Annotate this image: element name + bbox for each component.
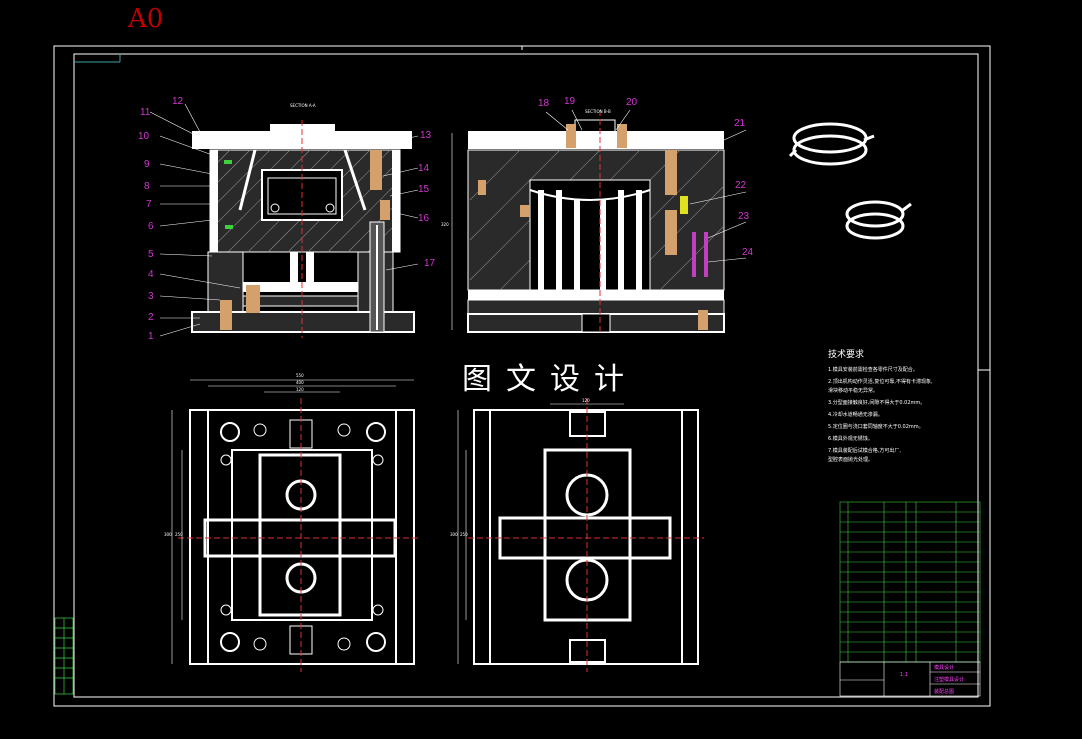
- dim-right-width: 120: [582, 398, 590, 403]
- tech-notes-list: 1.模具安装前需检查各零件尺寸及配合。 2.顶出机构动作灵活,复位可靠,不得有卡…: [828, 366, 978, 463]
- watermark-text: 图文设计: [462, 362, 638, 397]
- dim-right-height2: 250: [460, 532, 468, 537]
- revision-block: [54, 617, 74, 695]
- tech-notes-title: 技术要求: [828, 350, 865, 360]
- callout-9: 9: [144, 159, 150, 170]
- callout-3: 3: [148, 291, 154, 302]
- callout-11: 11: [140, 107, 151, 118]
- callout-21: 21: [734, 118, 746, 129]
- title-block-school: 模具设计: [934, 665, 955, 671]
- tech-note: 2.顶出机构动作灵活,复位可靠,不得有卡滞现象,: [828, 379, 933, 385]
- dim-left-height: 300: [164, 532, 172, 537]
- callout-5: 5: [148, 249, 154, 260]
- tech-note: 4.冷却水道畅通无渗漏。: [828, 412, 883, 418]
- tech-note: 3.分型面接触良好,间隙不得大于0.02mm。: [828, 400, 926, 406]
- callout-23: 23: [738, 211, 750, 222]
- title-block-scale: 1:1: [900, 672, 909, 678]
- callout-22: 22: [735, 180, 747, 191]
- parts-list-table: [839, 501, 981, 697]
- callout-16: 16: [418, 213, 430, 224]
- callout-8: 8: [144, 181, 150, 192]
- callout-10: 10: [138, 131, 150, 142]
- tech-note: 型腔表面抛光处理。: [828, 457, 874, 463]
- callout-18: 18: [538, 98, 550, 109]
- section-b-title: SECTION B-B: [585, 109, 611, 114]
- dim-top-width: 550: [296, 373, 304, 378]
- callout-20: 20: [626, 97, 638, 108]
- dim-left-height2: 250: [175, 532, 183, 537]
- callout-7: 7: [146, 199, 152, 210]
- plan-view-right: [457, 398, 704, 672]
- callout-13: 13: [420, 130, 432, 141]
- callout-1: 1: [148, 331, 154, 342]
- dim-inner-width: 400: [296, 380, 304, 385]
- callout-24: 24: [742, 247, 754, 258]
- callout-17: 17: [424, 258, 436, 269]
- callout-12: 12: [172, 96, 184, 107]
- section-a-view: [149, 103, 419, 338]
- dim-right-height: 300: [450, 532, 458, 537]
- tech-note: 6.模具外观无锈蚀。: [828, 436, 873, 442]
- callout-15: 15: [418, 184, 430, 195]
- callout-19: 19: [564, 96, 576, 107]
- tech-note: 7.模具装配后试模合格,方可出厂,: [828, 448, 901, 454]
- part-3d-views: [788, 122, 912, 240]
- callout-4: 4: [148, 269, 154, 280]
- tech-note: 滑块移动平稳无异常。: [828, 388, 879, 394]
- title-block-drawing-no: 装配总图: [934, 689, 955, 695]
- tech-note: 1.模具安装前需检查各零件尺寸及配合。: [828, 367, 918, 373]
- dim-section-height: 320: [441, 222, 449, 227]
- inner-frame: [73, 53, 979, 698]
- plan-view-left: [171, 379, 420, 672]
- section-a-title: SECTION A-A: [290, 103, 316, 108]
- section-b-view: [451, 109, 747, 335]
- title-block-drawing-title: 注塑模具设计: [934, 677, 965, 683]
- tech-note: 5.定位圈与浇口套同轴度不大于0.02mm。: [828, 424, 924, 430]
- callout-6: 6: [148, 221, 154, 232]
- callout-2: 2: [148, 312, 154, 323]
- callout-14: 14: [418, 163, 430, 174]
- dim-center-width: 120: [296, 387, 304, 392]
- sheet-size-label: A0: [128, 4, 164, 34]
